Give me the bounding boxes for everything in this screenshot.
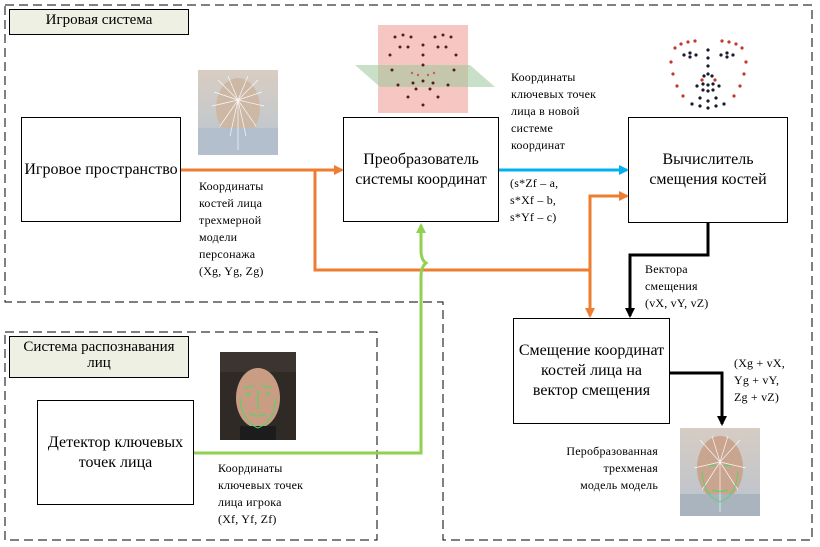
game-system-border bbox=[4, 4, 813, 541]
game-space-label: Игровое пространство bbox=[24, 160, 178, 178]
formula-note: (s*Zf – a, s*Xf – b, s*Yf – c) bbox=[510, 176, 559, 224]
player-face-photo bbox=[220, 352, 296, 440]
face-recognition-title: Система распознавания лиц bbox=[9, 336, 189, 378]
result-coords-note: (Xg + vX, Yg + vY, Zg + vZ) bbox=[734, 356, 785, 404]
character-bones-note: Координаты костей лица трехмерной модели… bbox=[199, 179, 264, 278]
bone-offset-calculator-box: Вычислитель смещения костей bbox=[628, 117, 788, 223]
bone-shift-box: Смещение координат костей лица на вектор… bbox=[513, 318, 670, 424]
arrow-shift-to-result bbox=[669, 371, 727, 426]
transformed-model-note: Перобразованная трехменая модель модель bbox=[566, 444, 658, 492]
game-space-box: Игровое пространство bbox=[21, 117, 181, 222]
new-system-keypoints-note: Координаты ключевых точек лица в новой с… bbox=[511, 70, 597, 152]
offset-vectors-note: Вектора смещения (vX, vY, vZ) bbox=[645, 262, 709, 310]
face-recognition-title-text: Система распознавания лиц bbox=[23, 339, 175, 371]
player-keypoints-note: Координаты ключевых точек лица игрока (X… bbox=[218, 461, 304, 526]
game-system-title: Игровая система bbox=[9, 9, 189, 35]
converted-keypoints-image bbox=[350, 25, 500, 115]
face-point-cloud-icon bbox=[669, 39, 748, 110]
arrow-game-to-shift bbox=[313, 170, 595, 318]
arrow-detector-to-converter bbox=[193, 277, 423, 455]
bone-shift-label: Смещение координат костей лица на вектор… bbox=[518, 342, 665, 399]
coordinate-converter-box: Преобразователь системы координат bbox=[343, 117, 499, 222]
bone-offset-calculator-label: Вычислитель смещения костей bbox=[649, 151, 767, 188]
arrow-branch-to-calculator bbox=[588, 191, 629, 270]
keypoint-detector-box: Детектор ключевых точек лица bbox=[37, 400, 194, 505]
transformed-model-image bbox=[680, 428, 760, 516]
game-system-title-text: Игровая система bbox=[45, 12, 153, 28]
character-face-model-image bbox=[198, 70, 278, 155]
keypoint-detector-label: Детектор ключевых точек лица bbox=[47, 433, 184, 471]
arrow-calculator-to-shift bbox=[625, 222, 710, 318]
coordinate-converter-label: Преобразователь системы координат bbox=[355, 150, 487, 188]
face-recognition-border bbox=[4, 331, 378, 541]
